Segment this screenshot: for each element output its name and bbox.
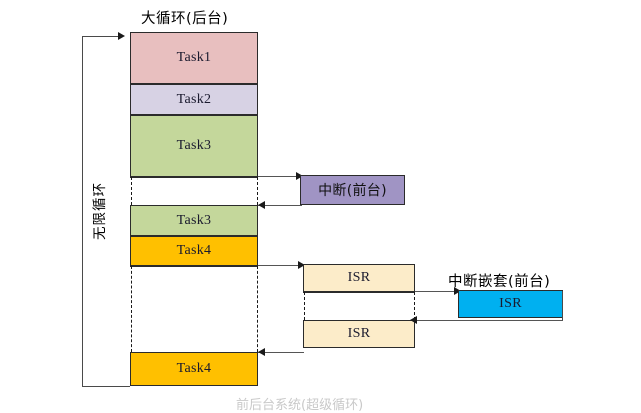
- nested-return-arrow-icon: [410, 315, 417, 324]
- loop-bracket-top: [82, 36, 122, 37]
- task-box-task4-lower: Task4: [130, 352, 258, 386]
- isr-entry-line: [258, 265, 304, 266]
- nested-return-vertical: [562, 291, 563, 320]
- figure-caption: 前后台系统(超级循环): [236, 398, 364, 413]
- page-title: 大循环(后台): [141, 11, 229, 27]
- isr-box-upper: ISR: [303, 264, 415, 292]
- isr-return-arrow-icon: [258, 347, 265, 356]
- dashed-timeline-isr-right: [414, 292, 415, 320]
- task-box-task2: Task2: [130, 84, 258, 115]
- preempt-gap-top-edge: [130, 177, 258, 178]
- interrupt-return-line: [258, 205, 302, 206]
- nested-entry-line: [415, 291, 460, 292]
- nested-interrupt-label: 中断嵌套(前台): [448, 274, 551, 290]
- task-box-task3-upper: Task3: [130, 115, 258, 177]
- interrupt-entry-arrow-icon: [296, 171, 303, 180]
- dashed-timeline-right-gap1: [257, 177, 258, 205]
- loop-arrow-head-icon: [118, 31, 125, 40]
- isr-gap-top-edge: [303, 292, 415, 293]
- interrupt-return-arrow-icon: [258, 200, 265, 209]
- isr-entry-arrow-icon: [298, 260, 305, 269]
- loop-bracket-left: [82, 36, 83, 386]
- task-box-task3-lower: Task3: [130, 205, 258, 236]
- dashed-timeline-isr-left: [304, 292, 305, 320]
- interrupt-box: 中断(前台): [300, 175, 405, 205]
- dashed-timeline-left-gap2: [131, 266, 132, 352]
- task-box-task1: Task1: [130, 32, 258, 84]
- isr-return-line: [258, 352, 304, 353]
- preempt-gap2-top-edge: [130, 266, 258, 267]
- nested-entry-arrow-icon: [454, 286, 461, 295]
- nested-return-line: [416, 320, 563, 321]
- dashed-timeline-right-gap2: [257, 266, 258, 352]
- task-box-task4-upper: Task4: [130, 236, 258, 266]
- loop-bracket-bottom: [82, 386, 130, 387]
- isr-box-nested: ISR: [458, 290, 563, 318]
- dashed-timeline-left-gap1: [131, 177, 132, 205]
- infinite-loop-label: 无限循环: [92, 182, 108, 240]
- interrupt-entry-line: [258, 176, 302, 177]
- isr-box-lower: ISR: [303, 320, 415, 348]
